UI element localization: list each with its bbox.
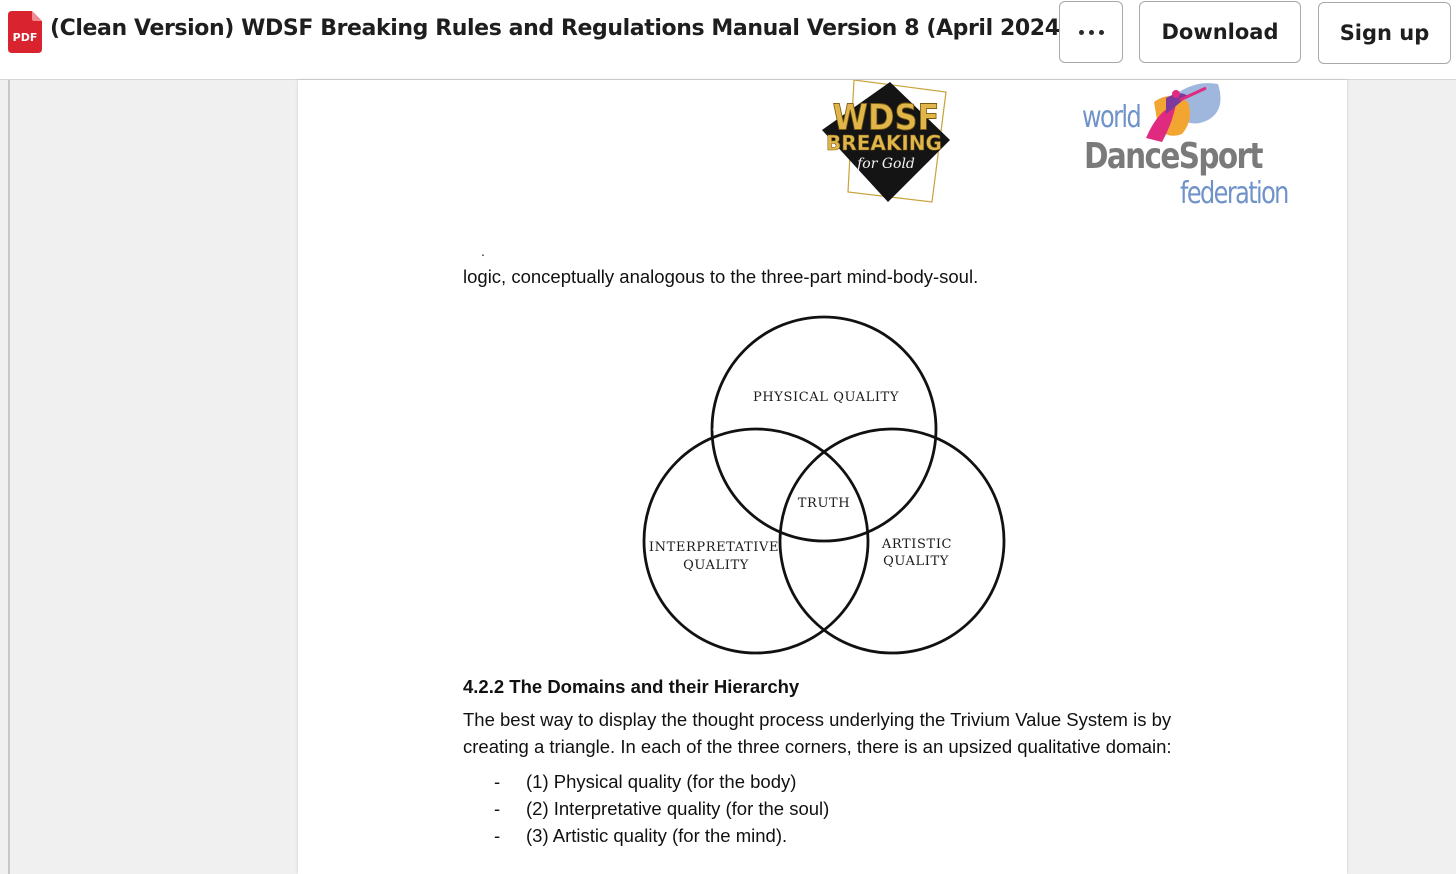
venn-label-truth: TRUTH: [798, 496, 850, 511]
file-title: (Clean Version) WDSF Breaking Rules and …: [50, 16, 1118, 41]
venn-label-artistic-1: ARTISTIC: [881, 537, 952, 552]
list-item: (1) Physical quality (for the body): [526, 771, 797, 792]
venn-label-physical: PHYSICAL QUALITY: [753, 390, 899, 405]
wdsf-logo-line2: DanceSport: [1084, 136, 1264, 177]
more-dots-icon: [1078, 29, 1104, 35]
download-button[interactable]: Download: [1139, 1, 1301, 63]
breaking-logo-line1: WDSF: [833, 97, 940, 138]
document-page: WDSF BREAKING for Gold world DanceSport …: [298, 80, 1347, 874]
artistic-quality-circle: [778, 427, 1006, 655]
breaking-logo-line3: for Gold: [856, 156, 915, 172]
list-item: (2) Interpretative quality (for the soul…: [526, 798, 830, 819]
intro-text: logic, conceptually analogous to the thr…: [463, 266, 979, 287]
venn-label-interpretative-1: INTERPRETATIVE: [649, 540, 779, 555]
pdf-file-icon: PDF: [8, 11, 42, 53]
section-heading: 4.2.2 The Domains and their Hierarchy: [463, 676, 800, 697]
trivium-venn-diagram: PHYSICAL QUALITY TRUTH INTERPRETATIVE QU…: [642, 315, 1006, 655]
dancer-figure-icon: [1146, 83, 1221, 142]
world-dancesport-federation-logo: world DanceSport federation: [1082, 80, 1289, 214]
sidebar-edge: [8, 80, 10, 874]
breaking-logo-line2: BREAKING: [826, 131, 942, 155]
list-item: (3) Artistic quality (for the mind).: [526, 825, 788, 846]
venn-label-interpretative-2: QUALITY: [683, 558, 749, 573]
paragraph-line-2: creating a triangle. In each of the thre…: [463, 736, 1172, 757]
wdsf-logo-line1: world: [1082, 100, 1142, 135]
list-dash: -: [494, 798, 501, 819]
wdsf-logo-line3: federation: [1180, 176, 1289, 211]
top-bar: PDF (Clean Version) WDSF Breaking Rules …: [0, 0, 1456, 80]
wdsf-breaking-logo: WDSF BREAKING for Gold: [822, 80, 950, 203]
pdf-icon-label: PDF: [13, 31, 38, 44]
stray-mark: .: [481, 243, 485, 259]
more-options-button[interactable]: [1059, 1, 1123, 63]
venn-label-artistic-2: QUALITY: [883, 554, 949, 569]
sign-up-button[interactable]: Sign up: [1318, 2, 1451, 64]
list-dash: -: [494, 825, 501, 846]
physical-quality-circle: [710, 315, 938, 543]
interpretative-quality-circle: [642, 427, 870, 655]
paragraph-line-1: The best way to display the thought proc…: [463, 709, 1172, 730]
list-dash: -: [494, 771, 501, 792]
